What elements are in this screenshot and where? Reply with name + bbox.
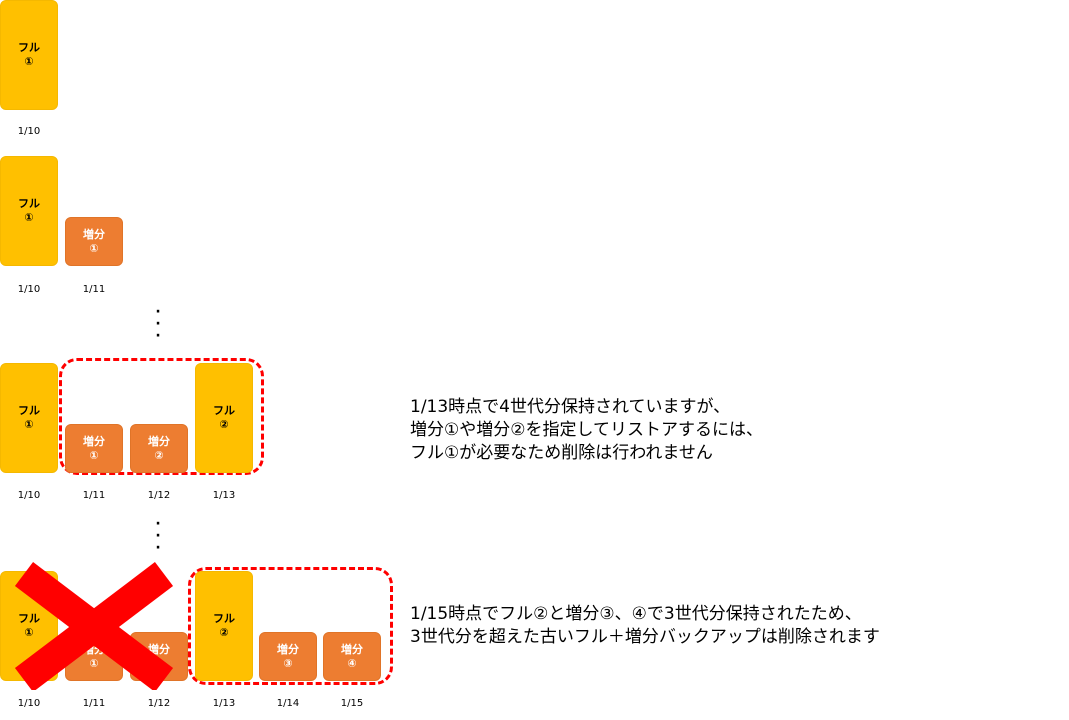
- full-backup-2-row3: フル ②: [195, 363, 253, 473]
- incremental-backup-1-row3: 増分 ①: [65, 424, 123, 473]
- full-backup-1-row1: フル ①: [0, 0, 58, 110]
- box-number: ①: [24, 211, 34, 224]
- full-backup-2-row4: フル ②: [195, 571, 253, 681]
- date-label: 1/10: [17, 490, 41, 501]
- note-line: 増分①や増分②を指定してリストアするには、: [410, 420, 763, 440]
- note-line: 1/13時点で4世代分保持されていますが、: [410, 397, 731, 417]
- incremental-backup-2-row3: 増分 ②: [130, 424, 188, 473]
- incremental-backup-1-row2: 増分 ①: [65, 217, 123, 266]
- note-row4: 1/15時点でフル②と増分③、④で3世代分保持されたため、 3世代分を超えた古い…: [410, 603, 880, 649]
- box-label: 増分: [148, 642, 170, 656]
- box-label: 増分: [83, 227, 105, 241]
- note-line: 3世代分を超えた古いフル＋増分バックアップは削除されます: [410, 627, 880, 647]
- date-label: 1/13: [212, 698, 236, 709]
- full-backup-1-row2: フル ①: [0, 156, 58, 266]
- incremental-backup-3-row4: 増分 ③: [259, 632, 317, 681]
- box-number: ④: [347, 656, 357, 670]
- retention-group-dashed-border: [188, 567, 393, 685]
- box-number: ①: [89, 448, 99, 462]
- note-row3: 1/13時点で4世代分保持されていますが、 増分①や増分②を指定してリストアする…: [410, 396, 763, 465]
- date-label: 1/11: [82, 698, 106, 709]
- box-number: ②: [154, 448, 164, 462]
- box-number: ①: [89, 241, 99, 255]
- full-backup-1-row3: フル ①: [0, 363, 58, 473]
- box-label: フル: [18, 197, 40, 210]
- box-label: フル: [18, 612, 40, 625]
- box-number: ③: [283, 656, 293, 670]
- box-label: 増分: [83, 434, 105, 448]
- incremental-backup-4-row4: 増分 ④: [323, 632, 381, 681]
- date-label: 1/12: [147, 698, 171, 709]
- box-number: ①: [89, 656, 99, 670]
- note-line: 1/15時点でフル②と増分③、④で3世代分保持されたため、: [410, 604, 862, 624]
- date-label: 1/11: [82, 284, 106, 295]
- retention-group-dashed-border: [59, 358, 264, 475]
- box-number: ①: [24, 418, 34, 431]
- date-label: 1/10: [17, 284, 41, 295]
- date-label: 1/10: [17, 126, 41, 137]
- date-label: 1/11: [82, 490, 106, 501]
- box-label: 増分: [148, 434, 170, 448]
- date-label: 1/13: [212, 490, 236, 501]
- date-label: 1/12: [147, 490, 171, 501]
- date-label: 1/15: [340, 698, 364, 709]
- box-label: フル: [213, 404, 235, 417]
- box-label: フル: [18, 41, 40, 54]
- note-line: フル①が必要なため削除は行われません: [410, 443, 713, 463]
- box-label: 増分: [277, 642, 299, 656]
- box-label: フル: [213, 612, 235, 625]
- box-number: ②: [219, 418, 229, 431]
- box-number: ②: [219, 626, 229, 639]
- box-label: 増分: [341, 642, 363, 656]
- date-label: 1/10: [17, 698, 41, 709]
- date-label: 1/14: [276, 698, 300, 709]
- box-number: ①: [24, 626, 34, 639]
- red-cross-icon: [14, 562, 174, 690]
- ellipsis-dots: ···: [155, 304, 161, 344]
- box-number: ①: [24, 55, 34, 68]
- box-label: フル: [18, 404, 40, 417]
- ellipsis-dots: ···: [155, 516, 161, 556]
